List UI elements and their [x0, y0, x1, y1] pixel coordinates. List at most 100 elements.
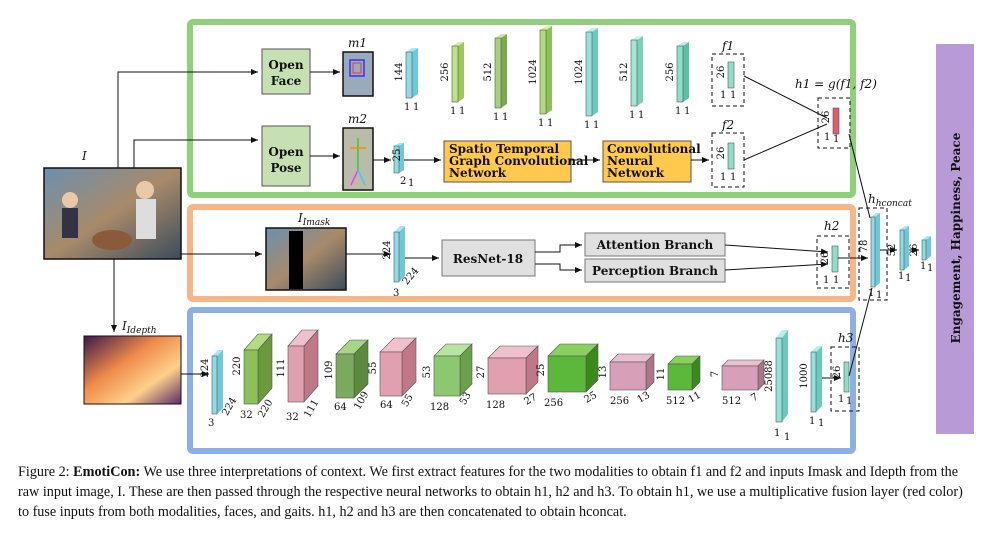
- cnn-line1: Convolutional: [607, 142, 701, 156]
- open-pose-line1: Open: [268, 145, 303, 159]
- svg-text:11: 11: [686, 390, 703, 406]
- svg-text:55: 55: [368, 362, 379, 375]
- stgcn-line3: Network: [449, 166, 507, 180]
- dim-1024a: 1024: [528, 59, 539, 84]
- dim-512b: 512: [619, 62, 630, 81]
- svg-text:512: 512: [722, 396, 741, 407]
- dim-f2: 26: [716, 147, 727, 160]
- svg-text:256: 256: [544, 398, 563, 409]
- attention-box: [584, 232, 726, 257]
- fc-layer-1024a: [539, 26, 552, 115]
- svg-text:13: 13: [635, 390, 652, 406]
- open-pose-line2: Pose: [270, 161, 301, 175]
- d1-one-b: 1: [784, 432, 790, 443]
- svg-text:1: 1: [450, 106, 456, 117]
- svg-text:1: 1: [629, 110, 635, 121]
- fc-layer-512b: [630, 36, 643, 107]
- conv-block-6: [487, 345, 539, 395]
- stgcn-box: [443, 140, 572, 183]
- svg-text:1: 1: [547, 118, 553, 129]
- post-concat-layers: [899, 226, 931, 271]
- p2-one-b: 1: [927, 263, 933, 274]
- depth-input-layer: [211, 350, 223, 415]
- svg-text:256: 256: [610, 396, 629, 407]
- dim-mask-3: 3: [393, 288, 399, 299]
- label-Idepth: IIdepth: [121, 319, 157, 336]
- concat-one-b: 1: [876, 290, 882, 301]
- perception-label: Perception Branch: [592, 264, 718, 278]
- p1-one-a: 1: [898, 271, 904, 282]
- svg-text:512: 512: [666, 396, 685, 407]
- mask-panel: [187, 204, 856, 302]
- connectors: [111, 69, 919, 381]
- label-hconcat: hhconcat: [868, 192, 912, 209]
- svg-text:32: 32: [240, 410, 253, 421]
- fc-layer-256: [451, 42, 464, 103]
- svg-text:1: 1: [538, 118, 544, 129]
- conv-block-5: [433, 343, 473, 397]
- depth-fc-layers: [775, 330, 822, 423]
- h3-vector: [843, 361, 850, 393]
- label-f1: f1: [721, 39, 734, 53]
- svg-text:7: 7: [749, 391, 760, 404]
- svg-text:11: 11: [656, 368, 667, 381]
- conv-block-3: [335, 339, 369, 399]
- d2-one-b: 1: [818, 418, 824, 429]
- concat-one-a: 1: [868, 288, 874, 299]
- h2-one-b: 1: [833, 275, 839, 286]
- dim-pose-2: 2: [400, 176, 406, 187]
- svg-text:109: 109: [324, 360, 335, 379]
- face-fc-layers: [405, 26, 689, 117]
- svg-text:13: 13: [598, 366, 609, 379]
- label-h1-eq: h1 = g(f1, f2): [795, 77, 877, 91]
- label-I: I: [81, 149, 87, 163]
- svg-text:128: 128: [430, 402, 449, 413]
- figure-caption: Figure 2: EmotiCon: We use three interpr…: [18, 462, 973, 522]
- output-label: Engagement, Happiness, Peace: [949, 132, 963, 343]
- dim-depth-224a: 224: [200, 358, 211, 377]
- mask-input-layer: [393, 226, 405, 283]
- open-face-box: [261, 48, 311, 95]
- svg-text:1: 1: [459, 106, 465, 117]
- p2-one-a: 1: [920, 261, 926, 272]
- label-h3: h3: [838, 331, 854, 345]
- conv-block-4: [379, 337, 417, 397]
- label-Imask: IImask: [297, 211, 330, 228]
- caption-figure: Figure 2:: [18, 464, 70, 480]
- svg-text:1: 1: [638, 110, 644, 121]
- hconcat-dashed-box: [858, 207, 888, 301]
- f1-one-b: 1: [730, 90, 736, 101]
- d2-one-a: 1: [809, 416, 815, 427]
- h3-one-a: 1: [838, 394, 844, 405]
- f1-vector: [727, 61, 735, 89]
- h3-one-b: 1: [846, 396, 852, 407]
- dim-depth-3: 3: [208, 418, 214, 429]
- conv-block-8: [609, 353, 655, 391]
- svg-text:32: 32: [286, 412, 299, 423]
- dim-144: 144: [394, 62, 405, 81]
- caption-text: We use three interpretations of context.…: [18, 464, 963, 520]
- svg-text:64: 64: [380, 400, 393, 411]
- conv-block-7: [547, 343, 599, 393]
- f2-vector: [727, 142, 735, 170]
- label-h2: h2: [824, 219, 839, 233]
- d1-one-a: 1: [774, 428, 780, 439]
- svg-text:1: 1: [493, 112, 499, 123]
- conv-block-9: [667, 355, 701, 391]
- svg-text:1: 1: [404, 102, 410, 113]
- dim-h2: 26: [820, 252, 831, 265]
- h1-fusion-vector: [832, 107, 840, 135]
- p1-one-b: 1: [905, 273, 911, 284]
- h2-one-a: 1: [823, 275, 829, 286]
- open-pose-box: [261, 125, 311, 187]
- svg-text:53: 53: [422, 366, 433, 379]
- svg-text:1: 1: [413, 102, 419, 113]
- svg-text:1: 1: [684, 106, 690, 117]
- conv-block-10: [721, 359, 765, 391]
- svg-text:64: 64: [334, 402, 347, 413]
- dim-256b: 256: [665, 62, 676, 81]
- f2-one-b: 1: [730, 172, 736, 183]
- svg-text:25: 25: [536, 364, 547, 377]
